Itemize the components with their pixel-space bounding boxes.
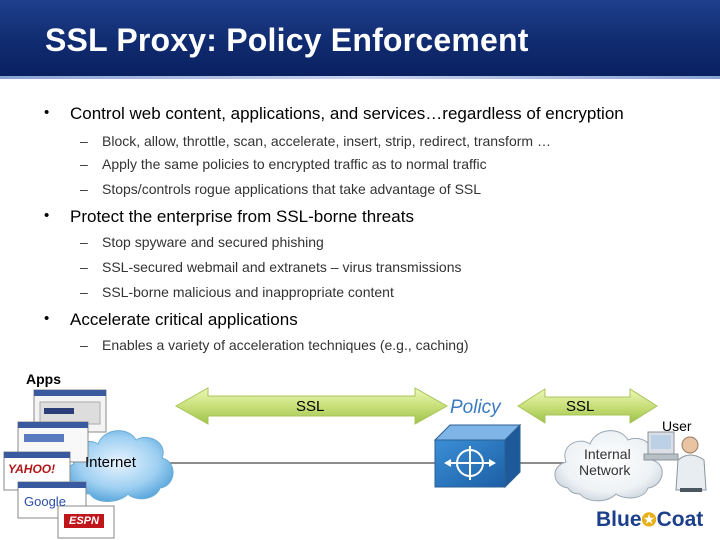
star-icon: ✪: [641, 510, 657, 530]
bullet-sub-2-1: Stop spyware and secured phishing: [102, 234, 324, 250]
bullet-main-1: Control web content, applications, and s…: [70, 104, 624, 123]
bullet-dash: –: [80, 284, 88, 300]
bullet-sub-1-3: Stops/controls rogue applications that t…: [102, 181, 482, 197]
bullet-sub-3-1: Enables a variety of acceleration techni…: [102, 337, 469, 353]
internal-network-label-1: Internal: [584, 446, 631, 462]
user-icon: [643, 431, 707, 492]
bullet-main-2: Protect the enterprise from SSL-borne th…: [70, 207, 414, 226]
bullet-dash: –: [80, 133, 88, 149]
internet-label: Internet: [85, 454, 136, 471]
bullet-dash: –: [80, 234, 88, 250]
yahoo-logo: YAHOO!: [8, 462, 56, 476]
ssl-left-label: SSL: [296, 398, 325, 415]
brand-logo: Blue✪Coat: [596, 508, 703, 532]
user-label: User: [662, 418, 692, 434]
app-windows: [3, 389, 115, 539]
ssl-arrow-right: [517, 388, 658, 424]
google-logo: Google: [24, 494, 66, 509]
title-bar: SSL Proxy: Policy Enforcement: [0, 0, 720, 79]
bullet-dot: •: [44, 207, 50, 224]
bullet-dash: –: [80, 181, 88, 197]
brand-logo-part1: Blue: [596, 508, 642, 531]
bullet-main-3: Accelerate critical applications: [70, 310, 298, 329]
espn-logo: ESPN: [69, 515, 99, 527]
bullet-sub-2-2: SSL-secured webmail and extranets – viru…: [102, 259, 462, 275]
network-diagram: [3, 387, 707, 539]
bullet-sub-1-2: Apply the same policies to encrypted tra…: [102, 156, 487, 172]
bullet-sub-1-1: Block, allow, throttle, scan, accelerate…: [102, 133, 551, 149]
bullet-dash: –: [80, 259, 88, 275]
proxy-appliance-icon: [433, 423, 522, 489]
ssl-arrow-left: [174, 387, 449, 425]
slide-title: SSL Proxy: Policy Enforcement: [45, 22, 529, 58]
bullet-dash: –: [80, 337, 88, 353]
bullet-dot: •: [44, 310, 50, 327]
internal-network-label-2: Network: [579, 462, 631, 478]
bullet-dot: •: [44, 104, 50, 121]
apps-label: Apps: [26, 371, 61, 387]
ssl-right-label: SSL: [566, 398, 595, 415]
policy-label: Policy: [450, 397, 501, 418]
bullet-dash: –: [80, 156, 88, 172]
brand-logo-part2: Coat: [656, 508, 704, 531]
bullet-sub-2-3: SSL-borne malicious and inappropriate co…: [102, 284, 394, 300]
